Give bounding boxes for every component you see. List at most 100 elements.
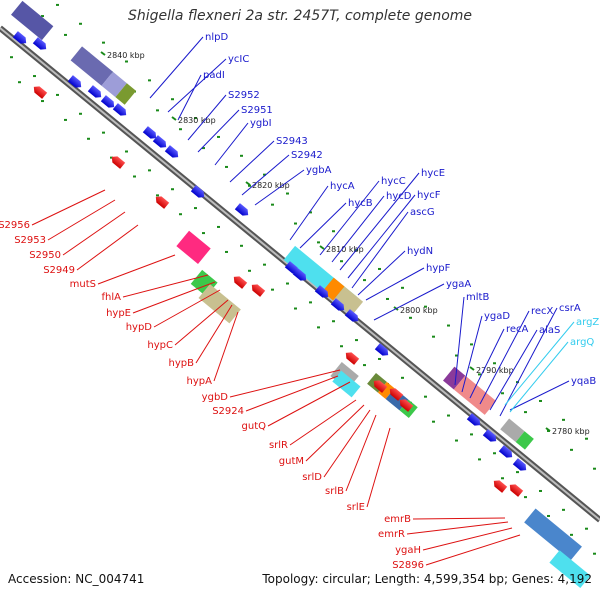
plus-gene-label: hycB bbox=[348, 198, 373, 209]
feature-block-emr bbox=[524, 508, 591, 588]
leader-line bbox=[167, 58, 227, 113]
leader-line bbox=[345, 414, 377, 492]
leader-line bbox=[245, 375, 339, 412]
plus-gene-label: ycIC bbox=[228, 54, 249, 65]
tick-label: 2790 kbp bbox=[476, 366, 514, 375]
plus-gene-label: alaS bbox=[539, 325, 560, 336]
minus-gene-arrow bbox=[155, 196, 170, 209]
leader-line bbox=[122, 274, 209, 298]
minus-gene-label: fhlA bbox=[102, 292, 122, 303]
leader-line bbox=[31, 189, 106, 226]
plus-gene-arrow bbox=[284, 261, 299, 274]
plus-gene-label: hydN bbox=[407, 246, 433, 257]
leader-line bbox=[509, 341, 569, 413]
minus-gene-label: ygaH bbox=[395, 545, 421, 556]
plus-gene-label: hycD bbox=[386, 191, 412, 202]
plus-gene-label: S2951 bbox=[241, 105, 273, 116]
leader-line bbox=[351, 211, 409, 289]
feature-block-ygbD bbox=[330, 362, 361, 398]
plus-gene-label: padI bbox=[203, 70, 225, 81]
leader-line bbox=[214, 122, 249, 166]
leader-line bbox=[289, 399, 357, 446]
leader-line bbox=[373, 283, 445, 321]
minus-gene-arrow bbox=[493, 480, 508, 493]
leader-line bbox=[174, 299, 229, 346]
plus-gene-arrow bbox=[344, 309, 359, 322]
leader-line bbox=[509, 380, 570, 411]
accession-text: Accession: NC_004741 bbox=[8, 572, 145, 586]
leader-line bbox=[469, 328, 505, 399]
plus-gene-arrow bbox=[498, 445, 513, 458]
feature-block-alaS bbox=[500, 418, 534, 450]
leader-line bbox=[97, 254, 176, 285]
leader-line bbox=[149, 36, 204, 99]
leader-line bbox=[62, 211, 126, 256]
leader-line bbox=[299, 202, 347, 249]
leader-line bbox=[153, 289, 221, 328]
leader-line bbox=[504, 321, 575, 406]
minus-gene-label: gutQ bbox=[242, 421, 267, 432]
tick-label: 2780 kbp bbox=[552, 427, 590, 436]
minus-gene-arrow bbox=[233, 276, 248, 289]
minus-gene-arrow bbox=[111, 156, 126, 169]
leader-line bbox=[187, 94, 227, 141]
minus-gene-label: hypC bbox=[147, 340, 173, 351]
minus-gene-label: S2896 bbox=[392, 560, 424, 571]
plus-gene-arrow bbox=[314, 285, 329, 298]
plus-gene-label: ygbI bbox=[250, 118, 272, 129]
plus-gene-label: hycF bbox=[417, 190, 441, 201]
minus-gene-arrow bbox=[509, 484, 524, 497]
tick-label: 2820 kbp bbox=[252, 181, 290, 190]
minus-gene-label: srlB bbox=[325, 486, 344, 497]
leader-line bbox=[461, 315, 483, 393]
minus-gene-label: srlD bbox=[302, 472, 322, 483]
leader-line bbox=[366, 427, 391, 508]
minus-gene-label: S2924 bbox=[212, 406, 244, 417]
minus-gene-label: hypB bbox=[169, 358, 195, 369]
minus-gene-label: S2953 bbox=[14, 235, 46, 246]
plus-gene-label: ygaA bbox=[446, 279, 471, 290]
leader-line bbox=[489, 329, 538, 411]
leader-line bbox=[323, 409, 371, 478]
leader-line bbox=[425, 534, 521, 566]
leader-line bbox=[499, 307, 558, 417]
minus-gene-label: S2950 bbox=[29, 250, 61, 261]
plus-gene-arrow bbox=[32, 37, 47, 50]
topology-text: Topology: circular; Length: 4,599,354 bp… bbox=[262, 572, 592, 586]
minus-gene-arrow bbox=[373, 380, 388, 393]
plus-gene-label: nlpD bbox=[205, 32, 228, 43]
plus-gene-arrow bbox=[87, 85, 102, 98]
plus-gene-arrow bbox=[482, 429, 497, 442]
tick-label: 2830 kbp bbox=[178, 116, 216, 125]
plus-gene-arrow bbox=[164, 145, 179, 158]
leader-line bbox=[339, 172, 420, 271]
minus-gene-arrow bbox=[389, 388, 404, 401]
leader-line bbox=[195, 304, 233, 364]
rna-gene-label: argQ bbox=[570, 337, 594, 348]
minus-gene-arrow bbox=[33, 86, 48, 99]
tick-label: 2800 kbp bbox=[400, 306, 438, 315]
plus-gene-label: ygaD bbox=[484, 311, 510, 322]
leader-line bbox=[454, 296, 465, 386]
plus-gene-arrow bbox=[190, 185, 205, 198]
plus-gene-arrow bbox=[142, 126, 157, 139]
leader-line bbox=[319, 180, 380, 256]
feature-block-fhlA bbox=[176, 230, 241, 324]
leader-line bbox=[305, 404, 365, 462]
feature-block-recA bbox=[443, 366, 497, 415]
leader-line bbox=[177, 74, 202, 121]
plus-gene-arrow bbox=[512, 458, 527, 471]
leader-line bbox=[47, 199, 116, 241]
leader-line bbox=[229, 140, 275, 183]
leader-line bbox=[267, 381, 351, 427]
leader-line bbox=[241, 154, 290, 196]
leader-line bbox=[76, 224, 139, 271]
leader-line bbox=[289, 185, 329, 241]
minus-gene-label: hypD bbox=[126, 322, 153, 333]
plus-gene-label: hycE bbox=[421, 168, 445, 179]
plus-gene-label: S2942 bbox=[291, 150, 323, 161]
plus-gene-label: recX bbox=[531, 306, 554, 317]
plus-gene-label: ascG bbox=[410, 207, 435, 218]
leader-line bbox=[479, 310, 530, 405]
plus-gene-label: hypF bbox=[426, 263, 451, 274]
